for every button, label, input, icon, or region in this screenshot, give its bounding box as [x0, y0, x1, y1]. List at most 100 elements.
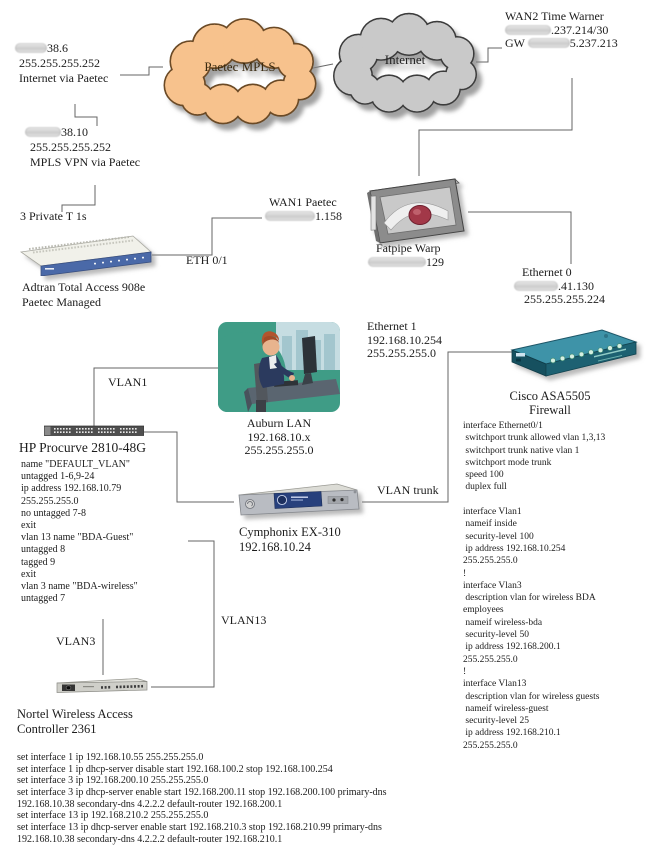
config-line: ! [463, 666, 467, 677]
config-line [463, 494, 605, 506]
config-line: set interface 13 ip dhcp-server enable s… [17, 822, 382, 834]
nortel-name-line1: Nortel Wireless Access [17, 707, 133, 721]
ethernet1-mask: 255.255.255.0 [367, 346, 436, 360]
config-line: interface Vlan13 [463, 679, 527, 690]
vlan1-label: VLAN1 [108, 375, 148, 389]
config-line: ip address 192.168.10.79 [21, 483, 122, 495]
config-line: ip address 192.168.200.1 [463, 642, 561, 653]
fatpipe-info: Fatpipe Warp 129 [368, 241, 444, 269]
vlan13-label: VLAN13 [221, 613, 267, 627]
cymphonix-ip: 192.168.10.24 [239, 539, 311, 554]
nortel-config: set interface 1 ip 192.168.10.55 255.255… [17, 752, 387, 846]
mpls-link-ip: 38.10 [61, 125, 88, 139]
auburn-lan-info: Auburn LAN 192.168.10.x 255.255.255.0 [216, 416, 342, 458]
ethernet0-info: Ethernet 0 .41.130 255.255.255.224 [514, 265, 605, 307]
auburn-lan-network: 192.168.10.x [247, 429, 311, 444]
fatpipe-warp-image [360, 171, 472, 247]
internet-link-mask: 255.255.255.252 [19, 56, 100, 70]
config-line: interface Vlan3 [463, 580, 522, 591]
config-line: ip address 192.168.10.254 [463, 543, 566, 554]
config-line: description vlan for wireless BDA [463, 593, 596, 604]
wan1-info: WAN1 Paetec 1.158 [265, 195, 342, 223]
ethernet0-label: Ethernet 0 [522, 265, 572, 279]
internet-link-ip: 38.6 [47, 41, 68, 55]
wan2-gw-ip: 5.237.213 [569, 36, 618, 50]
wan1-label: WAN1 Paetec [269, 195, 337, 209]
cymphonix-info: Cymphonix EX-310 192.168.10.24 [239, 525, 341, 554]
ethernet1-ip: 192.168.10.254 [367, 332, 442, 347]
config-line: employees [463, 605, 504, 616]
config-line: tagged 9 [21, 556, 56, 568]
cymphonix-name: Cymphonix EX-310 [239, 525, 341, 539]
config-line: switchport trunk native vlan 1 [463, 445, 580, 456]
vlan3-label: VLAN3 [56, 634, 96, 648]
internet-cloud-label: Internet [384, 52, 426, 67]
config-line: untagged 8 [21, 544, 66, 556]
wan2-gw-label: GW [505, 36, 525, 50]
adtran-name: Adtran Total Access 908e Paetec Managed [22, 280, 145, 310]
config-line: security-level 25 [463, 716, 529, 727]
config-line: description vlan for wireless guests [463, 691, 600, 702]
config-line: untagged 1-6,9-24 [21, 471, 95, 483]
nortel-name-line2: Controller 2361 [17, 722, 97, 736]
redacted-ip-blob [527, 38, 570, 48]
hp-switch-name: HP Procurve 2810-48G [19, 440, 146, 455]
config-line: set interface 1 ip 192.168.10.55 255.255… [17, 752, 204, 763]
config-line: 255.255.255.0 [21, 495, 79, 507]
config-line: nameif wireless-bda [463, 617, 543, 628]
config-line: set interface 3 ip dhcp-server enable st… [17, 787, 387, 799]
auburn-lan-name: Auburn LAN [246, 416, 312, 430]
mpls-vpn-info: 38.10 255.255.255.252 MPLS VPN via Paete… [25, 125, 140, 170]
redacted-ip-blob [265, 210, 315, 221]
internet-via-paetec-info: 38.6 255.255.255.252 Internet via Paetec [15, 41, 108, 86]
config-line: set interface 3 ip 192.168.200.10 255.25… [17, 775, 209, 787]
redacted-ip-blob [514, 280, 558, 291]
config-line: name "DEFAULT_VLAN" [21, 459, 130, 470]
cisco-asa5505-image [498, 324, 642, 392]
config-line: duplex full [463, 482, 507, 493]
eth0-1-port-label: ETH 0/1 [186, 253, 228, 267]
config-line: security-level 50 [463, 630, 529, 641]
config-line: nameif wireless-guest [463, 703, 549, 714]
mpls-link-caption: MPLS VPN via Paetec [30, 155, 141, 169]
config-line: set interface 1 ip dhcp-server disable s… [17, 763, 333, 775]
config-line: interface Ethernet0/1 [463, 421, 543, 431]
asa-name: Cisco ASA5505 [509, 389, 591, 403]
asa-subtitle: Firewall [529, 403, 571, 417]
config-line: exit [21, 519, 36, 531]
redacted-ip-blob [505, 24, 551, 35]
wan2-ip: .237.214/30 [551, 22, 609, 37]
hp-procurve-switch-image [44, 424, 144, 438]
redacted-ip-blob [368, 256, 426, 267]
config-line: speed 100 [463, 470, 504, 481]
adtran-subtitle: Paetec Managed [22, 295, 101, 309]
internet-cloud: Internet [325, 10, 485, 118]
ethernet1-label: Ethernet 1 [367, 319, 417, 333]
config-line: 192.168.10.38 secondary-dns 4.2.2.2 defa… [17, 798, 283, 810]
fatpipe-ip: 129 [426, 254, 444, 269]
redacted-ip-blob [25, 127, 61, 137]
auburn-lan-mask: 255.255.255.0 [244, 443, 314, 457]
nortel-name: Nortel Wireless Access Controller 2361 [17, 707, 133, 737]
config-line: 255.255.255.0 [463, 740, 518, 751]
wan2-info: WAN2 Time Warner .237.214/30 GW 5.237.21… [505, 9, 618, 51]
internet-link-caption: Internet via Paetec [19, 71, 109, 85]
ethernet0-mask: 255.255.255.224 [524, 292, 605, 306]
vlan-trunk-label: VLAN trunk [377, 483, 439, 497]
ethernet1-info: Ethernet 1 192.168.10.254 255.255.255.0 [367, 319, 442, 361]
config-line: 255.255.255.0 [463, 654, 518, 665]
config-line: 255.255.255.0 [463, 556, 518, 567]
adtran-model: Adtran Total Access 908e [22, 280, 146, 294]
adtran-router-image [17, 228, 157, 276]
config-line: exit [21, 568, 36, 580]
config-line: security-level 100 [463, 531, 534, 542]
config-line: set interface 13 ip 192.168.210.2 255.25… [17, 810, 209, 822]
auburn-lan-user-image [218, 322, 340, 412]
cymphonix-appliance-image [233, 479, 363, 523]
fatpipe-name: Fatpipe Warp [376, 241, 441, 255]
private-t1-label: 3 Private T 1s [20, 209, 87, 223]
config-line: switchport trunk allowed vlan 1,3,13 [463, 433, 606, 444]
config-line: untagged 7 [21, 593, 66, 605]
